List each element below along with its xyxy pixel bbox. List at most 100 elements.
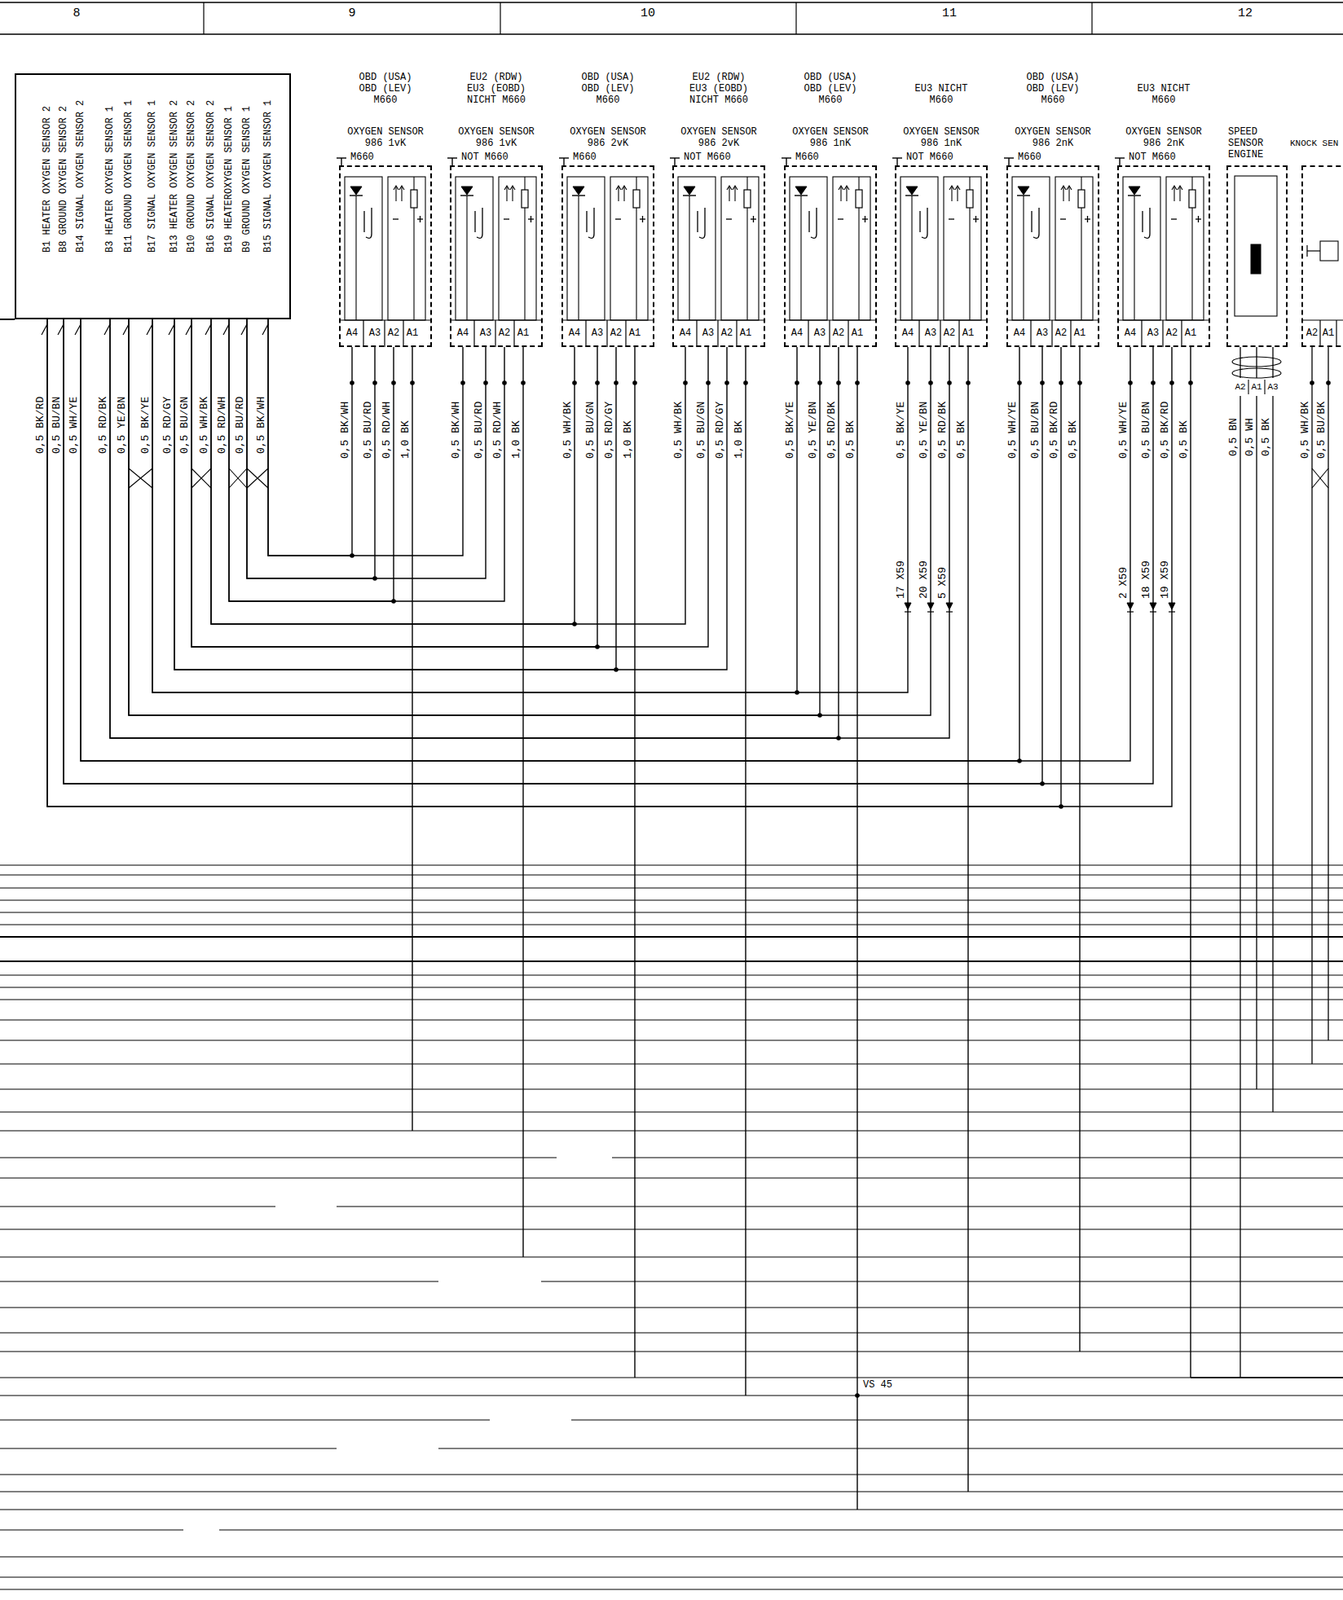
bus-line (0, 1039, 1343, 1041)
pin-divider (1162, 320, 1163, 348)
oxygen-sensor-box: OBD (USA) OBD (LEV) M660OXYGEN SENSOR 98… (1006, 165, 1100, 348)
pin-row-line (783, 319, 877, 321)
ground-wire (411, 347, 413, 1132)
pin-name: B15 SIGNAL OXYGEN SENSOR 1 (263, 100, 274, 253)
junction-dot (391, 598, 397, 604)
heater-frame (498, 176, 537, 321)
pin-label: A1 (1074, 327, 1086, 340)
pin-row-line (449, 319, 543, 321)
splice-dot (1325, 380, 1331, 386)
frame-divider (202, 2, 204, 35)
pin-name: B16 SIGNAL OXYGEN SENSOR 2 (206, 100, 216, 253)
wire-color-label: 0,5 WH/YE (1118, 401, 1129, 459)
twisted-pair-symbol (191, 468, 212, 489)
ground-wire (634, 347, 635, 1379)
heat-arrow (840, 186, 842, 202)
internal-wire (1080, 176, 1082, 190)
wire-color-label: 0,5 BK/WH (255, 396, 267, 454)
connector-pin-label: 5 X59 (937, 567, 948, 599)
wire-color-label: 0,5 BK (955, 420, 967, 459)
control-unit-box: B1 HEATER OXYGEN SENSOR 2B8 GROUND OXYGE… (14, 73, 291, 320)
pin-divider (585, 320, 586, 348)
heat-arrow (1177, 185, 1183, 190)
heat-arrow (1068, 186, 1070, 202)
pin-divider (625, 320, 626, 348)
wire-color-label: 0,5 BK/YE (784, 401, 796, 459)
wire-color-label: 1,0 BK (510, 420, 522, 459)
component-name: KNOCK SEN (1290, 137, 1339, 150)
wire-color-label: 0,5 WH/YE (68, 396, 80, 454)
pin-label: A2 (498, 327, 511, 340)
wire-color-label: 0,5 RD/WH (216, 396, 228, 454)
variant-note: NOT M660 (1128, 151, 1176, 163)
diode-symbol (350, 186, 362, 195)
heater-resistor (744, 189, 751, 208)
wire-color-label: 1,0 BK (622, 420, 634, 459)
pin-name: B9 GROUND OXYGEN SENSOR 1 (242, 105, 252, 253)
heater-frame (1166, 176, 1204, 321)
internal-wire (1191, 176, 1193, 190)
bus-line (0, 986, 1343, 988)
pin-divider (828, 320, 830, 348)
heater-resistor (410, 189, 418, 208)
wire (1255, 347, 1257, 379)
heat-arrow (511, 186, 513, 202)
pin-name: B10 GROUND OXYGEN SENSOR 2 (186, 100, 197, 253)
junction-dot (349, 553, 355, 559)
wire (268, 319, 353, 556)
junction-dot (1039, 781, 1045, 787)
junction-dot (572, 621, 577, 627)
sensor-cell-frame (455, 176, 494, 321)
pin-divider (383, 320, 385, 348)
heat-arrow (510, 185, 516, 190)
bus-line (0, 1377, 1343, 1379)
pin-row-line (894, 319, 988, 321)
wire-color-label: 0,5 BU/BN (1140, 401, 1152, 459)
heat-arrow (1171, 185, 1177, 190)
bus-line (0, 864, 1343, 866)
probe-symbol (1144, 207, 1150, 238)
frame-line (0, 1, 1343, 3)
bus-line (0, 1589, 1343, 1590)
sensor-cell-frame (1012, 176, 1050, 321)
heat-arrow (393, 185, 399, 190)
probe-symbol (919, 211, 921, 233)
ground-symbol (673, 158, 675, 166)
bus-line (0, 1130, 1343, 1132)
ground-symbol (1008, 158, 1009, 166)
bus-line (0, 960, 1343, 963)
heater-frame (943, 176, 982, 321)
heat-arrow (1062, 186, 1064, 202)
pin-divider (362, 320, 364, 348)
pin-label: A3 (591, 327, 604, 340)
variant-note: M660 (572, 151, 597, 163)
probe-symbol (363, 211, 365, 233)
probe-symbol (808, 211, 810, 233)
wire-color-label: 0,5 RD/BK (937, 401, 948, 459)
heat-arrow (1066, 185, 1072, 190)
variant-note: NOT M660 (461, 151, 509, 163)
internal-wire (968, 176, 970, 190)
pin-label: A4 (679, 327, 692, 340)
sensor-cell-frame (344, 176, 383, 321)
knock-element (1320, 241, 1339, 261)
heat-arrow (845, 186, 847, 202)
internal-wire (1191, 207, 1193, 321)
pin-divider (847, 320, 849, 348)
pin-divider (1247, 379, 1249, 395)
wire (246, 319, 375, 579)
diode-symbol (1017, 186, 1030, 195)
connector-tick (57, 324, 64, 335)
pin-row-line (561, 319, 655, 321)
bus-line (0, 1063, 1343, 1065)
pin-row-line (672, 319, 766, 321)
bus-line (0, 1576, 1343, 1578)
pin-label: A4 (791, 327, 803, 340)
oxygen-sensor-box: EU3 NICHT M660OXYGEN SENSOR 986 2nKNOT M… (1117, 165, 1211, 348)
wire-color-label: 0,5 WH/BK (562, 401, 573, 459)
minus-sign (837, 218, 844, 220)
pin-divider (695, 320, 697, 348)
pin-label: A3 (814, 327, 826, 340)
heater-frame (832, 176, 871, 321)
